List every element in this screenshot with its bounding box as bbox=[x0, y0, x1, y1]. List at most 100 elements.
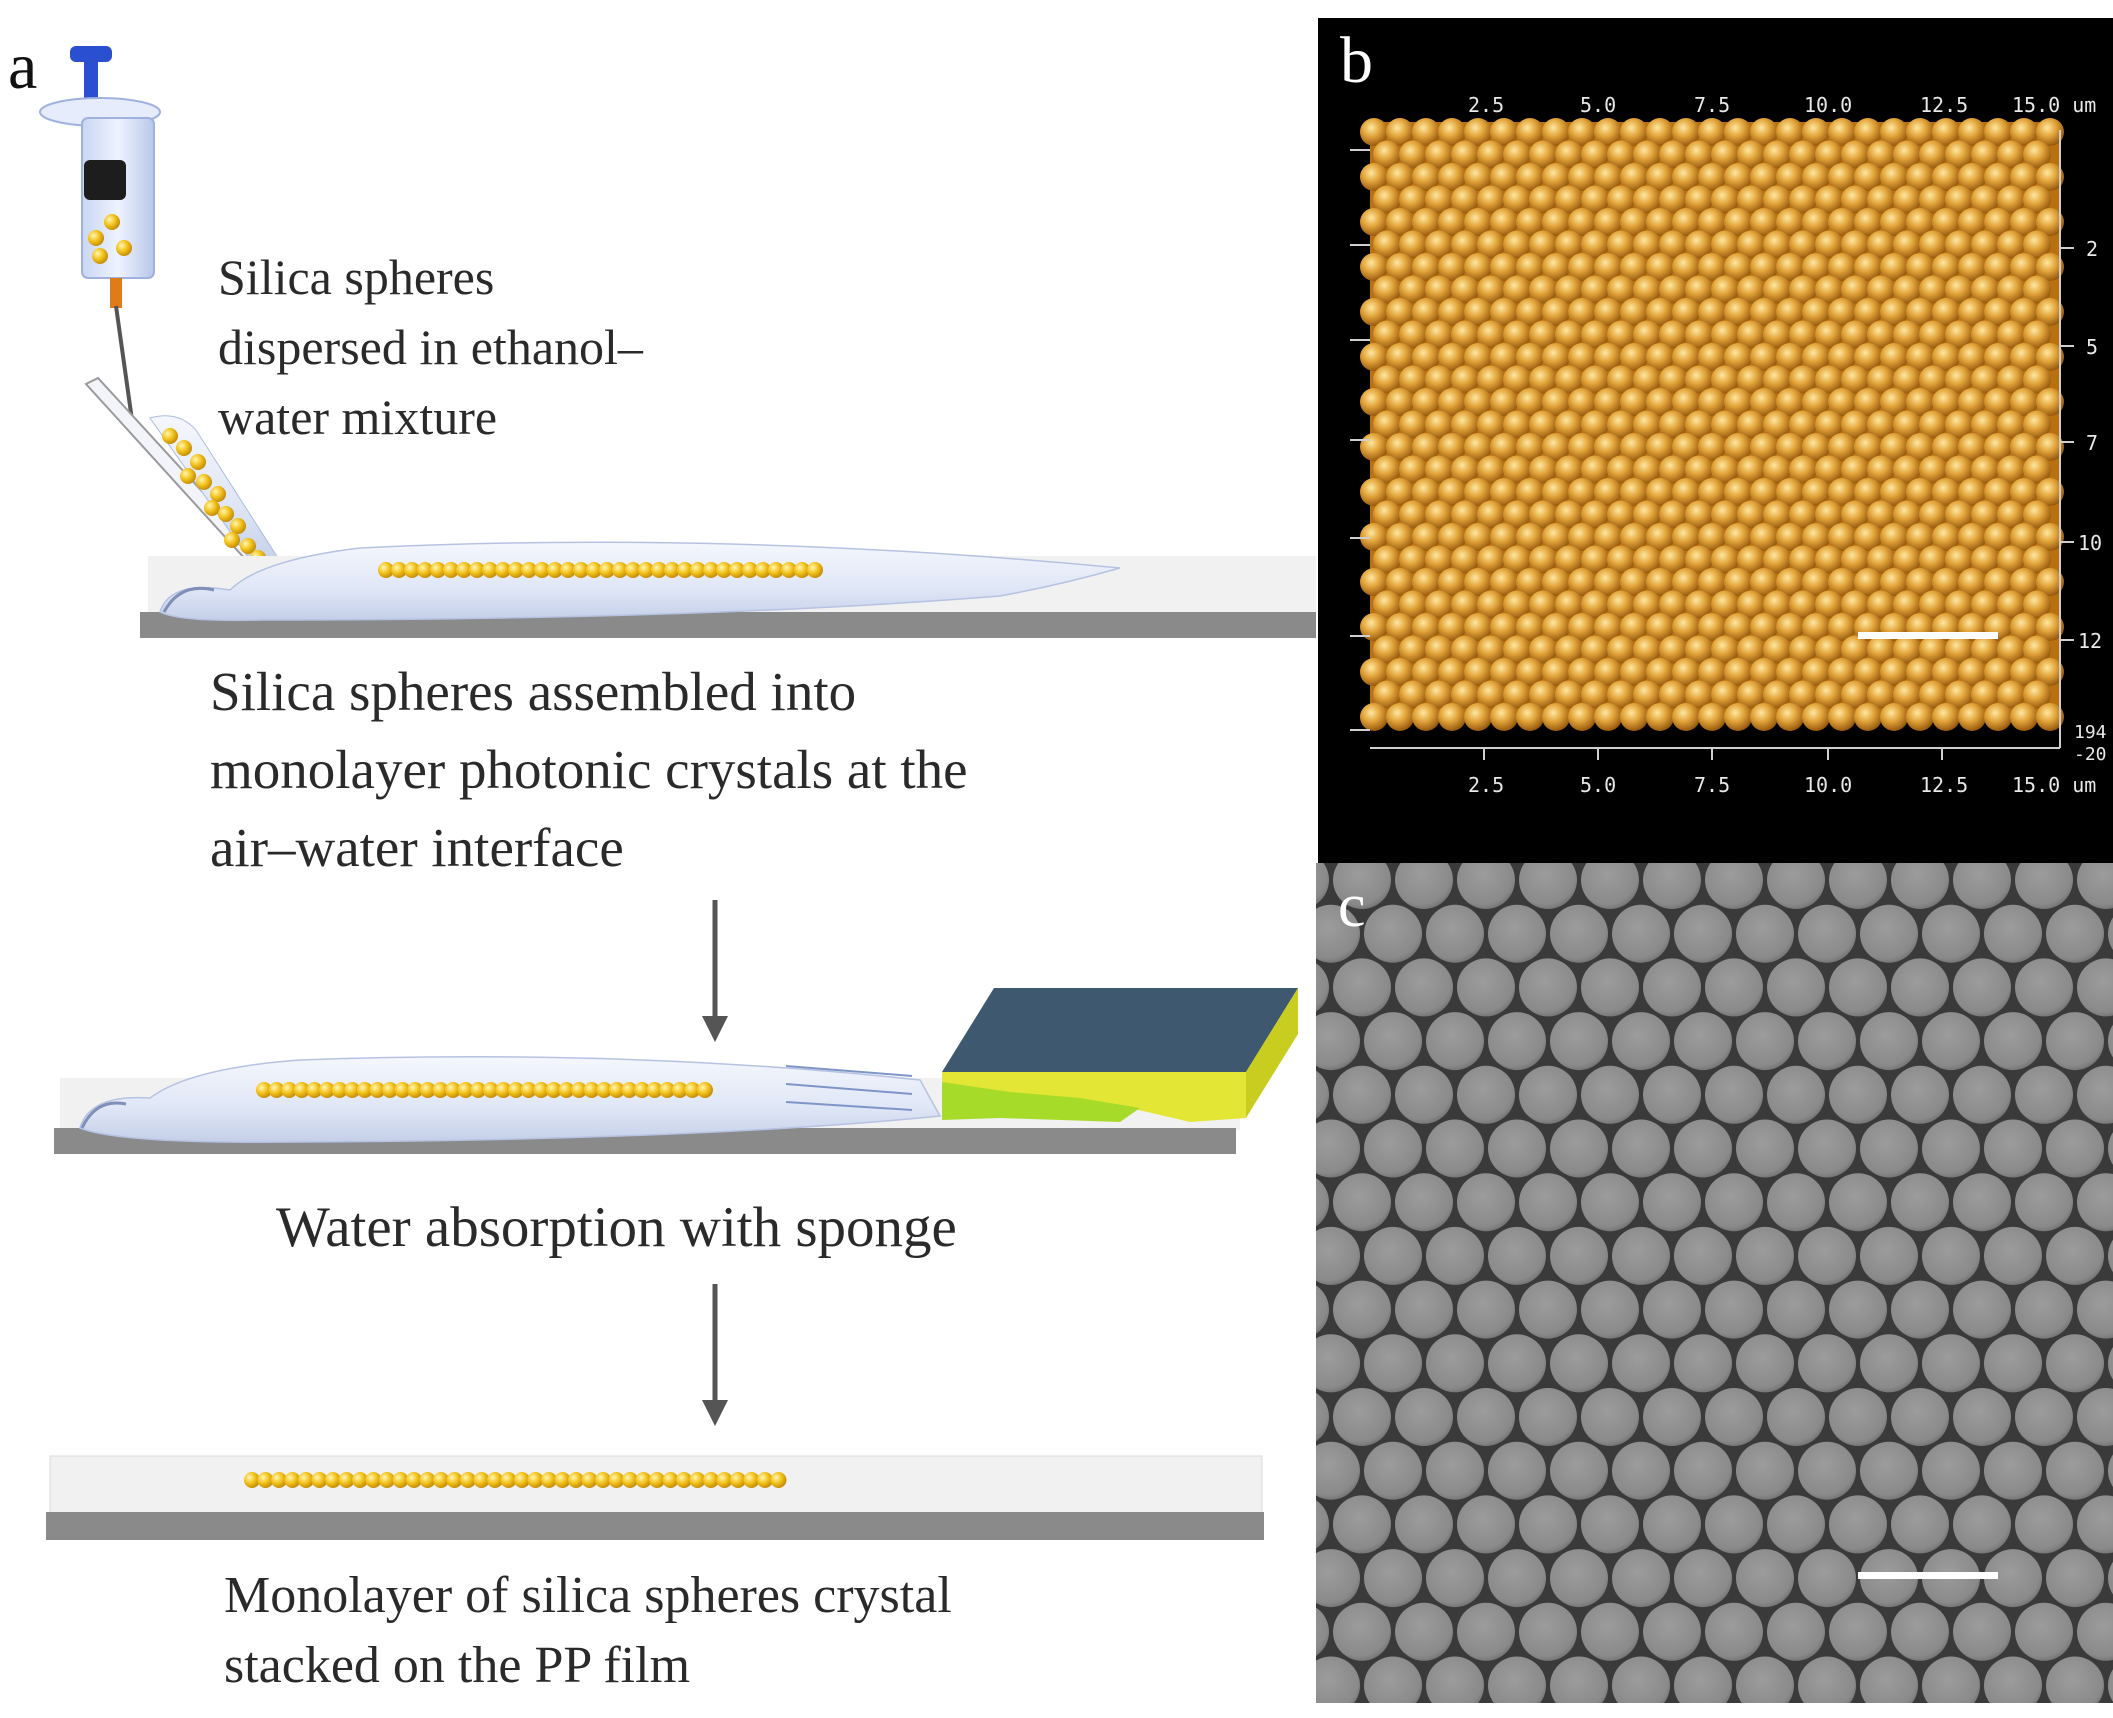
afm-sphere bbox=[1893, 410, 1921, 439]
afm-sphere bbox=[1542, 613, 1570, 641]
afm-sphere bbox=[1451, 500, 1479, 529]
sem-sphere bbox=[1519, 1602, 1577, 1661]
afm-sphere bbox=[1724, 388, 1752, 416]
sphere bbox=[482, 562, 498, 578]
afm-sphere bbox=[1789, 455, 1817, 484]
sem-sphere bbox=[1705, 1602, 1763, 1661]
afm-sphere bbox=[1711, 230, 1739, 259]
afm-sphere bbox=[2023, 185, 2051, 214]
afm-sphere bbox=[1503, 680, 1531, 709]
afm-sphere bbox=[1750, 118, 1778, 146]
afm-sphere bbox=[1659, 365, 1687, 394]
afm-sphere bbox=[1477, 185, 1505, 214]
sphere bbox=[677, 562, 693, 578]
sem-sphere bbox=[1457, 1173, 1515, 1232]
afm-sphere bbox=[2023, 635, 2051, 664]
afm-sphere bbox=[1503, 455, 1531, 484]
afm-sphere bbox=[1932, 658, 1960, 686]
afm-sphere bbox=[1880, 163, 1908, 191]
sphere bbox=[676, 1472, 692, 1488]
afm-sphere bbox=[1841, 455, 1869, 484]
afm-sphere bbox=[1503, 320, 1531, 349]
afm-sphere bbox=[1789, 230, 1817, 259]
sem-sphere bbox=[2077, 1495, 2113, 1554]
sem-sphere bbox=[1705, 1495, 1763, 1554]
sem-sphere bbox=[1488, 1441, 1546, 1500]
sem-sphere bbox=[1395, 1173, 1453, 1232]
afm-sphere bbox=[1789, 680, 1817, 709]
afm-sphere bbox=[1672, 253, 1700, 281]
afm-sphere bbox=[1646, 658, 1674, 686]
afm-sphere bbox=[1568, 523, 1596, 551]
afm-sphere bbox=[1919, 590, 1947, 619]
afm-sphere bbox=[1698, 703, 1726, 731]
sem-sphere bbox=[1767, 863, 1825, 909]
afm-sphere bbox=[1386, 388, 1414, 416]
afm-top-tick: 2.5 bbox=[1468, 93, 1504, 117]
sem-sphere bbox=[1798, 1119, 1856, 1178]
afm-sphere bbox=[1880, 298, 1908, 326]
sphere bbox=[689, 1472, 706, 1488]
afm-sphere bbox=[1659, 635, 1687, 664]
afm-sphere bbox=[1568, 118, 1596, 146]
afm-sphere bbox=[1893, 365, 1921, 394]
afm-sphere bbox=[2023, 410, 2051, 439]
step3-text: Water absorption with sponge bbox=[276, 1196, 957, 1259]
sphere bbox=[230, 518, 246, 534]
afm-sphere bbox=[1906, 568, 1934, 596]
afm-sphere bbox=[1958, 433, 1986, 461]
sem-sphere bbox=[1736, 1226, 1794, 1285]
afm-sphere bbox=[1867, 500, 1895, 529]
afm-sphere bbox=[2036, 703, 2064, 731]
afm-sphere bbox=[1568, 478, 1596, 506]
sem-sphere bbox=[1395, 1388, 1453, 1446]
sphere bbox=[338, 1472, 355, 1488]
sphere bbox=[697, 1082, 713, 1098]
afm-sphere bbox=[1386, 298, 1414, 326]
sem-sphere bbox=[1488, 1656, 1546, 1703]
afm-sphere bbox=[1776, 478, 1804, 506]
afm-sphere bbox=[1828, 478, 1856, 506]
afm-sphere bbox=[1854, 343, 1882, 371]
afm-sphere bbox=[1412, 703, 1440, 731]
afm-sphere bbox=[1607, 365, 1635, 394]
afm-sphere bbox=[1360, 253, 1388, 281]
afm-sphere bbox=[1399, 590, 1427, 619]
afm-sphere bbox=[1438, 253, 1466, 281]
afm-sphere bbox=[1451, 320, 1479, 349]
afm-sphere bbox=[1750, 523, 1778, 551]
afm-sphere bbox=[1360, 163, 1388, 191]
afm-sphere bbox=[1828, 118, 1856, 146]
sem-sphere bbox=[1519, 1173, 1577, 1232]
sem-sphere bbox=[1316, 963, 1329, 1012]
afm-sphere bbox=[1776, 388, 1804, 416]
afm-sphere bbox=[1685, 410, 1713, 439]
sem-sphere bbox=[1767, 958, 1825, 1017]
sem-sphere bbox=[1333, 1280, 1391, 1339]
sem-sphere bbox=[1643, 1388, 1701, 1446]
afm-sphere bbox=[1503, 230, 1531, 259]
afm-sphere bbox=[1997, 590, 2025, 619]
afm-sphere bbox=[1516, 658, 1544, 686]
afm-sphere bbox=[1685, 590, 1713, 619]
afm-sphere bbox=[1412, 343, 1440, 371]
sphere bbox=[568, 1472, 584, 1488]
afm-sphere bbox=[1490, 253, 1518, 281]
afm-sphere bbox=[1906, 118, 1934, 146]
afm-sphere bbox=[1945, 545, 1973, 574]
afm-sphere bbox=[1477, 500, 1505, 529]
sphere bbox=[612, 562, 628, 578]
afm-sphere bbox=[1698, 388, 1726, 416]
down-arrow-2 bbox=[702, 1284, 728, 1426]
afm-sphere bbox=[1620, 523, 1648, 551]
afm-sphere bbox=[2036, 658, 2064, 686]
panel-a-label: a bbox=[8, 30, 37, 103]
substrate-1 bbox=[140, 541, 1316, 638]
sem-sphere bbox=[2108, 1239, 2113, 1273]
sem-sphere bbox=[1984, 1012, 2042, 1071]
afm-sphere bbox=[1997, 410, 2025, 439]
afm-sphere bbox=[1620, 208, 1648, 236]
afm-sphere bbox=[1776, 118, 1804, 146]
sem-sphere bbox=[1488, 1119, 1546, 1178]
afm-sphere bbox=[1685, 365, 1713, 394]
